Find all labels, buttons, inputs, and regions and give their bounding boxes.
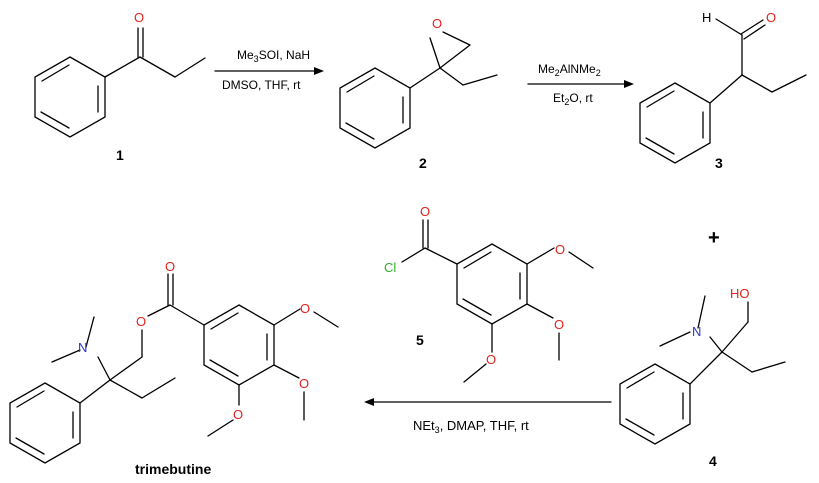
chlorine-atom: Cl bbox=[384, 260, 396, 275]
meta-methoxy-oxygen-atom-2: O bbox=[486, 352, 496, 367]
aldehyde-oxygen-atom: O bbox=[766, 10, 776, 25]
arrow-1-head bbox=[314, 67, 324, 75]
step3-reagents: NEt3, DMAP, THF, rt bbox=[413, 418, 529, 435]
compound-3-structure: H O bbox=[639, 10, 807, 164]
trimebutine-methoxy-oxygen-atom-3: O bbox=[233, 407, 243, 422]
compound-4-label: 4 bbox=[709, 453, 717, 469]
epoxide-oxygen-atom: O bbox=[432, 16, 442, 31]
step2-reagents-bottom: Et2O, rt bbox=[553, 91, 593, 107]
trimebutine-structure: N O O O O O bbox=[9, 259, 339, 464]
trimebutine-label: trimebutine bbox=[135, 461, 211, 477]
acyl-chloride-oxygen-atom: O bbox=[420, 204, 430, 219]
compound-4-structure: N HO bbox=[619, 286, 786, 445]
compound-5-label: 5 bbox=[416, 332, 424, 348]
meta-methoxy-oxygen-atom-1: O bbox=[555, 242, 565, 257]
compound-5-structure: O Cl O O O bbox=[384, 204, 594, 383]
hydroxyl-group: HO bbox=[730, 286, 750, 301]
plus-sign: + bbox=[708, 227, 720, 249]
amine-nitrogen-atom: N bbox=[692, 324, 701, 339]
compound-1-label: 1 bbox=[116, 147, 124, 163]
trimebutine-methoxy-oxygen-atom-2: O bbox=[299, 376, 309, 391]
aldehyde-hydrogen-atom: H bbox=[702, 10, 711, 25]
compound-3-label: 3 bbox=[715, 155, 723, 171]
ester-carbonyl-oxygen-atom: O bbox=[165, 259, 175, 274]
para-methoxy-oxygen-atom: O bbox=[554, 317, 564, 332]
compound-2-label: 2 bbox=[419, 155, 427, 171]
trimebutine-methoxy-oxygen-atom-1: O bbox=[300, 301, 310, 316]
step1-reagents-top: Me3SOI, NaH bbox=[237, 48, 310, 64]
compound-2-structure: O bbox=[339, 16, 498, 149]
trimebutine-nitrogen-atom: N bbox=[78, 340, 87, 355]
ester-oxygen-atom: O bbox=[136, 314, 146, 329]
arrow-2-head bbox=[624, 80, 634, 88]
compound-1-structure: O bbox=[34, 10, 206, 138]
step1-reagents-bottom: DMSO, THF, rt bbox=[222, 78, 301, 92]
step2-reagents-top: Me2AlNMe2 bbox=[538, 62, 601, 78]
arrow-3-head bbox=[364, 398, 374, 406]
carbonyl-oxygen-atom: O bbox=[134, 10, 144, 25]
